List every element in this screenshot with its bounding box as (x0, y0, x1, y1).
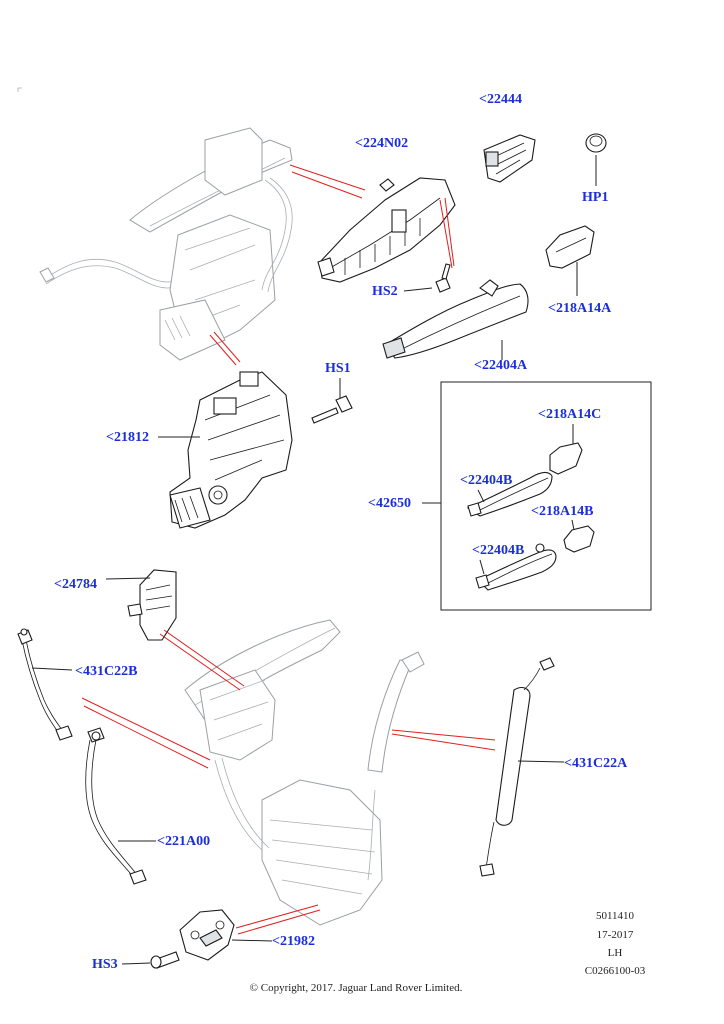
shield-24784-illustration (105, 569, 177, 641)
callout-22404b-upper[interactable]: <22404B (460, 473, 513, 488)
callout-42650[interactable]: <42650 (368, 496, 411, 511)
callout-218a14b[interactable]: <218A14B (531, 504, 594, 519)
cable-221a00-illustration (85, 727, 156, 885)
callout-hs2[interactable]: HS2 (372, 284, 398, 299)
screw-hs3-illustration (121, 951, 180, 969)
drawing-side: LH (607, 947, 623, 959)
plug-hp1-illustration (585, 133, 607, 186)
callout-hp1[interactable]: HP1 (582, 190, 609, 205)
outer-handle-22404a-illustration (382, 279, 529, 360)
alternate-handle-kit-box (422, 381, 652, 611)
screw-hs1-illustration (311, 378, 353, 424)
reference-number: 5011410 (595, 910, 635, 922)
upper-assembly-context-illustration (39, 127, 293, 361)
callout-hs3[interactable]: HS3 (92, 957, 118, 972)
cable-431c22b-illustration (17, 628, 73, 741)
callout-431c22b[interactable]: <431C22B (75, 664, 138, 679)
screw-hs2-illustration (403, 263, 451, 293)
copyright-notice: © Copyright, 2017. Jaguar Land Rover Lim… (249, 982, 463, 994)
drawing-date: 17-2017 (596, 929, 634, 941)
striker-21982-illustration (179, 909, 273, 961)
callout-hs1[interactable]: HS1 (325, 361, 351, 376)
door-latch-21812-illustration (158, 371, 293, 529)
handle-bezel-illustration (483, 134, 536, 183)
callout-218a14c[interactable]: <218A14C (538, 407, 602, 422)
callout-24784[interactable]: <24784 (54, 577, 97, 592)
callout-21812[interactable]: <21812 (106, 430, 149, 445)
callout-22404b-lower[interactable]: <22404B (472, 543, 525, 558)
callout-21982[interactable]: <21982 (272, 934, 315, 949)
callout-218a14a[interactable]: <218A14A (548, 301, 612, 316)
callout-224n02[interactable]: <224N02 (355, 136, 409, 151)
handle-carrier-bracket-illustration (317, 177, 456, 283)
callout-22444[interactable]: <22444 (479, 92, 522, 107)
cable-431c22a-illustration (479, 657, 565, 877)
callout-221a00[interactable]: <221A00 (157, 834, 211, 849)
reference-lines (81, 164, 496, 935)
drawing-code: C0266100-03 (584, 965, 646, 977)
callout-22404a[interactable]: <22404A (474, 358, 528, 373)
lower-assembly-context-illustration (184, 619, 425, 926)
handle-cap-218a14a-illustration (545, 225, 595, 296)
callout-431c22a[interactable]: <431C22A (564, 756, 628, 771)
